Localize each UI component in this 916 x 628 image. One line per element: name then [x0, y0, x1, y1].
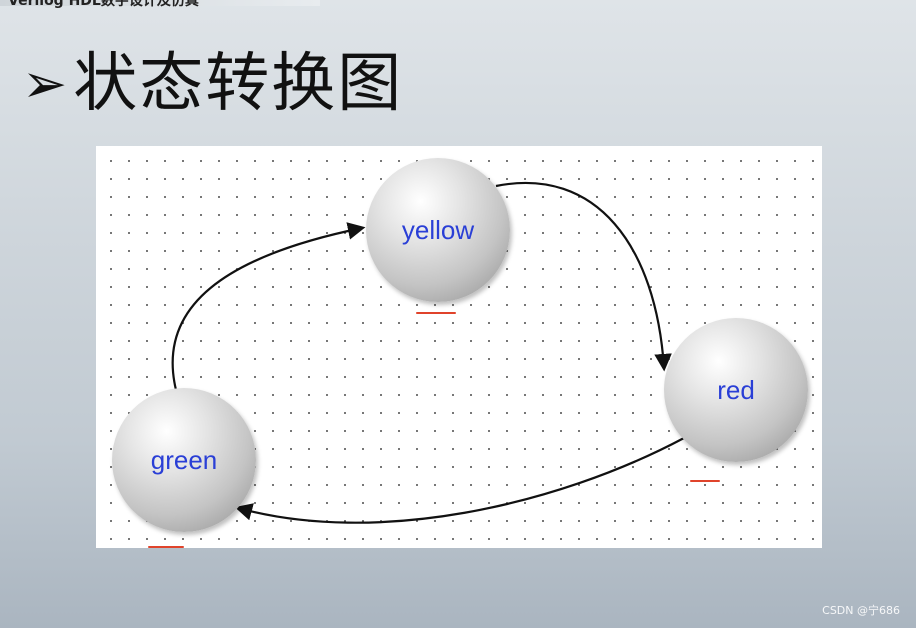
slide-title: ➢ 状态转换图	[22, 44, 403, 124]
state-diagram: yellow red green	[96, 146, 822, 548]
state-green: green	[112, 388, 256, 532]
header-text: Verilog HDL数字设计及仿真	[8, 0, 199, 9]
transition-yellow-to-red	[495, 181, 672, 372]
underline-mark	[148, 546, 184, 548]
transition-green-to-yellow	[171, 222, 366, 391]
underline-mark	[416, 312, 456, 314]
transition-arrows	[171, 181, 685, 524]
state-green-label: green	[150, 444, 218, 475]
state-red: red	[664, 318, 808, 462]
transition-red-to-green	[234, 437, 685, 524]
bullet-arrow-icon: ➢	[22, 52, 68, 115]
state-red-label: red	[717, 374, 755, 405]
watermark: CSDN @宁686	[822, 604, 900, 617]
state-yellow: yellow	[366, 158, 510, 302]
underline-mark	[690, 480, 720, 482]
header-strip: Verilog HDL数字设计及仿真	[0, 0, 320, 9]
state-yellow-label: yellow	[401, 214, 475, 245]
title-text: 状态转换图	[73, 47, 404, 121]
